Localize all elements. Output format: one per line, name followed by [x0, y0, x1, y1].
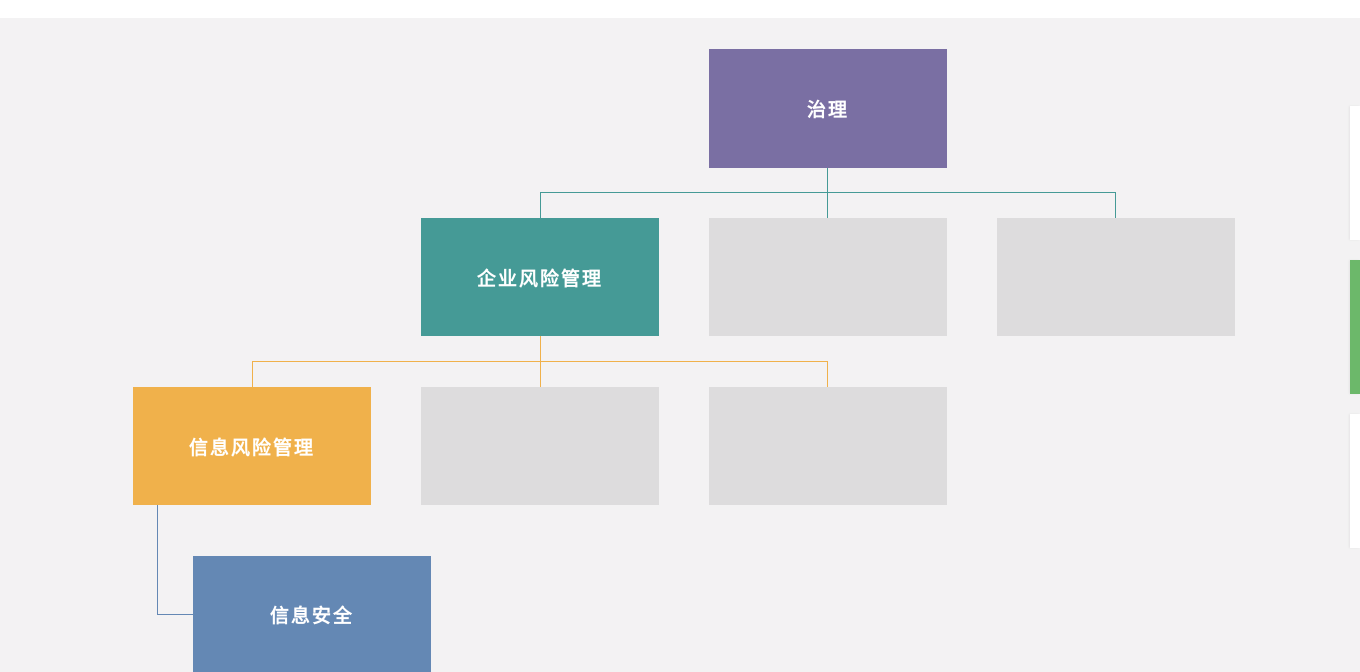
side-panel-active[interactable] — [1350, 260, 1360, 394]
enterprise-risk-label: 企业风险管理 — [476, 267, 603, 290]
placeholder-node-level2-middle[interactable] — [421, 387, 659, 505]
top-bar — [0, 0, 1360, 18]
info-risk-label: 信息风险管理 — [188, 436, 315, 459]
placeholder-node-level2-right[interactable] — [709, 387, 947, 505]
placeholder-node-level1-middle[interactable] — [709, 218, 947, 336]
side-panel-top[interactable] — [1350, 106, 1360, 240]
connector-level2-drop-right — [827, 361, 828, 387]
side-panel-bottom[interactable] — [1350, 414, 1360, 548]
connector-governance-trunk — [827, 168, 828, 192]
connector-level1-horizontal — [540, 192, 1116, 193]
info-security-label: 信息安全 — [269, 604, 354, 627]
connector-level2-drop-left — [252, 361, 253, 387]
placeholder-node-level1-right[interactable] — [997, 218, 1235, 336]
connector-enterprise-trunk — [540, 336, 541, 361]
info-risk-node[interactable]: 信息风险管理 — [133, 387, 371, 505]
connector-info-risk-horizontal — [157, 614, 193, 615]
connector-level2-drop-middle — [540, 361, 541, 387]
connector-level1-drop-right — [1115, 192, 1116, 218]
enterprise-risk-node[interactable]: 企业风险管理 — [421, 218, 659, 336]
governance-node[interactable]: 治理 — [709, 49, 947, 168]
governance-label: 治理 — [806, 99, 849, 121]
diagram-canvas: 治理 企业风险管理 信息风险管理 信息安全 — [0, 18, 1360, 672]
connector-level1-drop-left — [540, 192, 541, 218]
info-security-node[interactable]: 信息安全 — [193, 556, 431, 672]
connector-level1-drop-middle — [827, 192, 828, 218]
connector-info-risk-vertical — [157, 505, 158, 615]
